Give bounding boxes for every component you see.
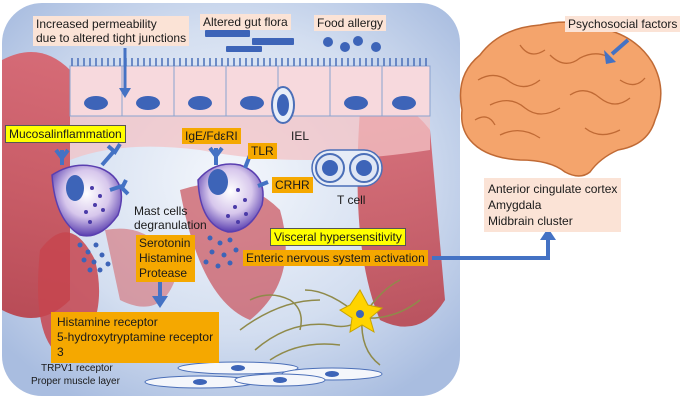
label-enteric-activation: Enteric nervous system activation (243, 250, 428, 266)
mast-cell-right (197, 146, 269, 233)
mast-cell-left (51, 142, 130, 237)
label-psychosocial: Psychosocial factors (565, 16, 681, 32)
t-cells (311, 149, 383, 187)
mediator-arrow (152, 282, 168, 308)
psychosocial-arrow (604, 38, 630, 64)
iel-cell (271, 86, 295, 124)
label-brain-regions: Anterior cingulate cortex Amygdala Midbr… (484, 178, 622, 232)
label-mast-cells: Mast cells degranulation (134, 204, 207, 232)
food-allergen-particles (323, 36, 381, 52)
label-gut-flora: Altered gut flora (200, 14, 291, 30)
muscle-layer (144, 361, 383, 389)
label-receptors: Histamine receptor 5-hydroxytryptamine r… (51, 312, 220, 363)
granules-left (77, 242, 111, 273)
label-ige-receptor: IgE/FdεRI (182, 128, 241, 144)
gut-flora-bacteria (205, 30, 294, 52)
granules-right (203, 235, 239, 269)
label-visceral-hypersensitivity: Visceral hypersensitivity (270, 228, 406, 246)
gut-brain-arrow (432, 228, 556, 260)
permeability-arrow (119, 48, 131, 98)
label-mediators: Serotonin Histamine Protease (136, 235, 196, 282)
label-mucosal-inflammation: Mucosalinflammation (5, 125, 126, 143)
label-food-allergy: Food allergy (314, 15, 387, 31)
label-t-cell: T cell (337, 193, 366, 207)
epithelium (69, 58, 431, 117)
label-iel: IEL (291, 129, 310, 143)
label-muscle-layer: Proper muscle layer (31, 376, 120, 387)
label-tlr: TLR (248, 143, 277, 159)
label-trpv1: TRPV1 receptor (41, 363, 113, 374)
label-crhr: CRHR (272, 177, 313, 193)
enteric-neurons (239, 279, 421, 366)
brain-illustration (459, 21, 662, 177)
label-permeability: Increased permeability due to altered ti… (33, 16, 190, 46)
